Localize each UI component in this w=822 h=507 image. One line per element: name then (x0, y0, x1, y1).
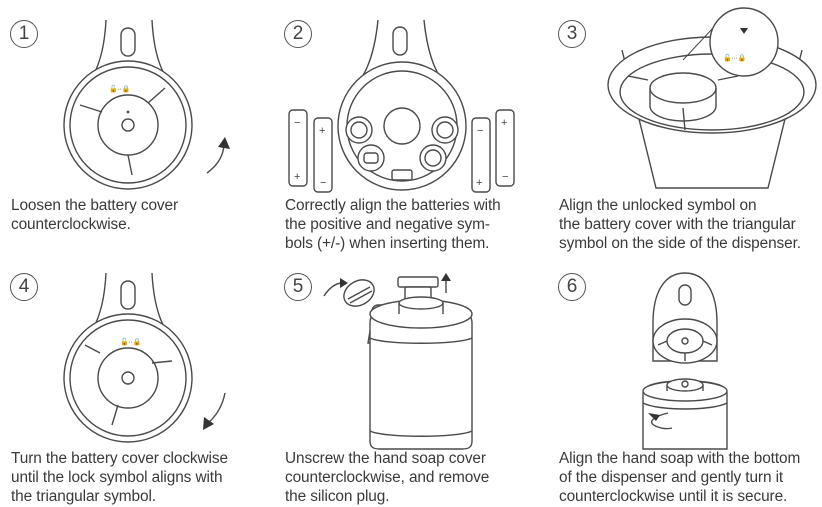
align-unlock-symbol-illustration: 🔓∙∙∙🔒 (607, 7, 817, 189)
svg-text:🔓∙∙∙🔒: 🔓∙∙∙🔒 (723, 53, 746, 62)
battery-insertion-illustration: − + + − − + + − (288, 19, 515, 193)
dispenser-bottom-loosen-illustration: 🔓∙∙🔒 (63, 19, 230, 190)
step-number: 2 (284, 20, 312, 48)
svg-text:−: − (502, 171, 508, 183)
step-number: 1 (10, 20, 38, 48)
svg-text:+: + (476, 177, 482, 189)
svg-text:🔓∙∙🔒: 🔓∙∙🔒 (109, 84, 130, 93)
svg-text:−: − (320, 177, 326, 189)
step-number: 4 (10, 273, 38, 301)
attach-soap-to-dispenser-illustration (642, 272, 728, 450)
svg-text:−: − (477, 125, 483, 137)
svg-text:−: − (294, 117, 300, 129)
svg-text:+: + (294, 171, 300, 183)
svg-text:🔓∙∙🔒: 🔓∙∙🔒 (120, 337, 141, 346)
svg-text:+: + (319, 125, 325, 137)
step-number: 3 (558, 20, 586, 48)
step-2: 2 − + + − − + + − Correctly align the ba… (274, 0, 548, 253)
step-number: 5 (284, 273, 312, 301)
step-number: 6 (558, 273, 586, 301)
dispenser-bottom-lock-illustration: 🔓∙∙🔒 (63, 272, 226, 443)
unscrew-soap-cover-illustration (323, 273, 473, 450)
svg-text:+: + (501, 117, 507, 129)
